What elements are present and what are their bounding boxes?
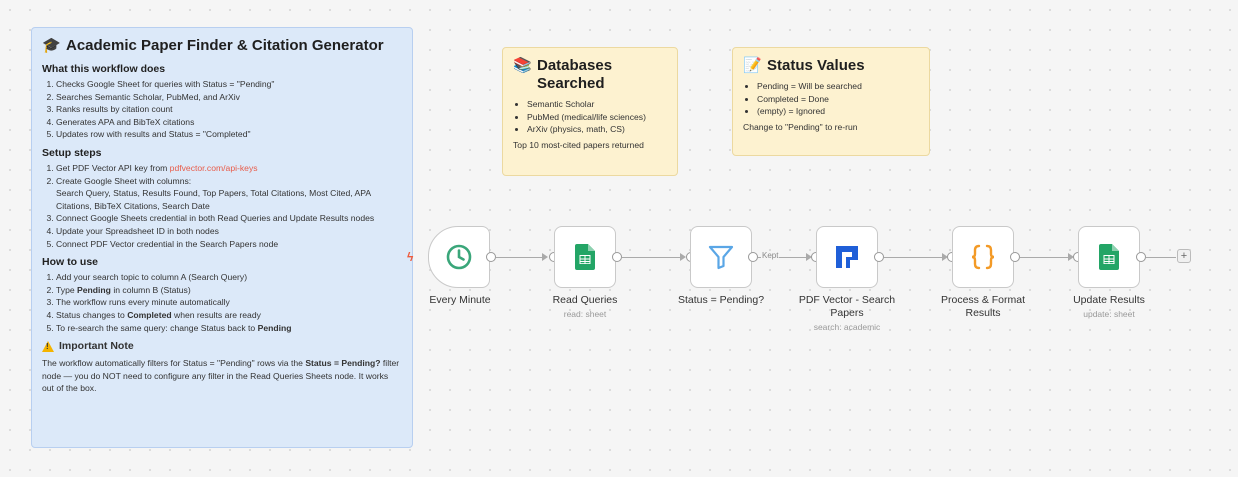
node-label: Every Minute bbox=[429, 294, 491, 306]
list-item: Status changes to Completed when results… bbox=[56, 309, 402, 322]
list-item: Type Pending in column B (Status) bbox=[56, 284, 402, 297]
what-list: Checks Google Sheet for queries with Sta… bbox=[42, 78, 402, 141]
connection-line[interactable] bbox=[1146, 257, 1176, 258]
list-item: Ranks results by citation count bbox=[56, 103, 402, 116]
list-item: Completed = Done bbox=[757, 93, 919, 106]
code-braces-icon bbox=[971, 244, 995, 270]
connection-arrow bbox=[1068, 253, 1074, 261]
list-item: Get PDF Vector API key from pdfvector.co… bbox=[56, 162, 402, 175]
important-note-text: The workflow automatically filters for S… bbox=[42, 358, 400, 394]
sticky-main-title: 🎓 Academic Paper Finder & Citation Gener… bbox=[42, 37, 384, 54]
list-item: To re-search the same query: change Stat… bbox=[56, 322, 402, 335]
list-item: (empty) = Ignored bbox=[757, 105, 919, 118]
api-keys-link[interactable]: pdfvector.com/api-keys bbox=[169, 162, 258, 173]
node-update-results[interactable] bbox=[1078, 226, 1140, 288]
status-list: Pending = Will be searched Completed = D… bbox=[743, 80, 919, 118]
node-label: Process & Format Results bbox=[940, 294, 1026, 319]
sticky-status-title: 📝 Status Values bbox=[743, 57, 865, 74]
connection-arrow bbox=[942, 253, 948, 261]
connection-label-kept: Kept bbox=[761, 251, 780, 260]
connection-arrow bbox=[806, 253, 812, 261]
section-heading-how: How to use bbox=[42, 256, 99, 269]
output-port[interactable] bbox=[612, 252, 622, 262]
node-every-minute[interactable] bbox=[428, 226, 490, 288]
graduation-cap-icon: 🎓 bbox=[42, 37, 61, 54]
google-sheets-icon bbox=[575, 244, 595, 270]
node-status-pending[interactable] bbox=[690, 226, 752, 288]
list-item: Connect PDF Vector credential in the Sea… bbox=[56, 238, 402, 251]
node-label: PDF Vector - Search Papers bbox=[798, 294, 896, 319]
node-process-format[interactable] bbox=[952, 226, 1014, 288]
sticky-databases-title: 📚 Databases Searched bbox=[513, 57, 613, 92]
connection-arrow bbox=[680, 253, 686, 261]
connection-line[interactable] bbox=[496, 257, 546, 258]
output-port[interactable] bbox=[486, 252, 496, 262]
list-item: Semantic Scholar bbox=[527, 98, 667, 111]
filter-icon bbox=[708, 245, 734, 270]
trigger-bolt-icon: ϟ bbox=[407, 250, 414, 264]
list-item: PubMed (medical/life sciences) bbox=[527, 111, 667, 124]
connection-arrow bbox=[542, 253, 548, 261]
connection-line[interactable] bbox=[1020, 257, 1072, 258]
output-port[interactable] bbox=[748, 252, 758, 262]
node-label: Read Queries bbox=[552, 294, 618, 306]
sticky-note-databases[interactable]: 📚 Databases Searched Semantic Scholar Pu… bbox=[502, 47, 678, 176]
output-port[interactable] bbox=[874, 252, 884, 262]
setup-list: Get PDF Vector API key from pdfvector.co… bbox=[42, 162, 402, 250]
list-item: Searches Semantic Scholar, PubMed, and A… bbox=[56, 91, 402, 104]
output-port[interactable] bbox=[1010, 252, 1020, 262]
list-item: Create Google Sheet with columns: Search… bbox=[56, 175, 402, 213]
node-label: Status = Pending? bbox=[677, 294, 765, 306]
connection-line[interactable] bbox=[622, 257, 684, 258]
list-item: Generates APA and BibTeX citations bbox=[56, 116, 402, 129]
list-item: Pending = Will be searched bbox=[757, 80, 919, 93]
node-subtitle: read: sheet bbox=[563, 309, 607, 319]
memo-icon: 📝 bbox=[743, 57, 762, 74]
list-item: ArXiv (physics, math, CS) bbox=[527, 123, 667, 136]
node-subtitle: update: sheet bbox=[1083, 309, 1135, 319]
node-subtitle: search: academic bbox=[813, 322, 881, 332]
connection-line[interactable] bbox=[884, 257, 946, 258]
section-heading-what: What this workflow does bbox=[42, 63, 166, 75]
pdf-vector-icon bbox=[836, 246, 858, 268]
list-item: Connect Google Sheets credential in both… bbox=[56, 212, 402, 225]
clock-icon bbox=[446, 244, 472, 270]
status-footer: Change to "Pending" to re-run bbox=[743, 121, 858, 132]
node-pdf-vector-search[interactable] bbox=[816, 226, 878, 288]
add-node-button[interactable]: + bbox=[1177, 249, 1191, 263]
list-item: Checks Google Sheet for queries with Sta… bbox=[56, 78, 402, 91]
output-port[interactable] bbox=[1136, 252, 1146, 262]
databases-footer: Top 10 most-cited papers returned bbox=[513, 139, 644, 150]
list-item: Add your search topic to column A (Searc… bbox=[56, 271, 402, 284]
warning-icon bbox=[42, 340, 54, 352]
list-item: The workflow runs every minute automatic… bbox=[56, 296, 402, 309]
node-read-queries[interactable] bbox=[554, 226, 616, 288]
list-item: Updates row with results and Status = "C… bbox=[56, 128, 402, 141]
list-item: Update your Spreadsheet ID in both nodes bbox=[56, 225, 402, 238]
section-heading-setup: Setup steps bbox=[42, 146, 102, 159]
google-sheets-icon bbox=[1099, 244, 1119, 270]
databases-list: Semantic Scholar PubMed (medical/life sc… bbox=[513, 98, 667, 136]
node-label: Update Results bbox=[1073, 294, 1145, 306]
how-list: Add your search topic to column A (Searc… bbox=[42, 271, 402, 334]
books-icon: 📚 bbox=[513, 57, 532, 74]
important-note-heading: Important Note bbox=[42, 340, 402, 352]
sticky-note-status[interactable]: 📝 Status Values Pending = Will be search… bbox=[732, 47, 930, 156]
sticky-note-main[interactable]: 🎓 Academic Paper Finder & Citation Gener… bbox=[31, 27, 413, 448]
connection-line[interactable] bbox=[758, 257, 810, 258]
